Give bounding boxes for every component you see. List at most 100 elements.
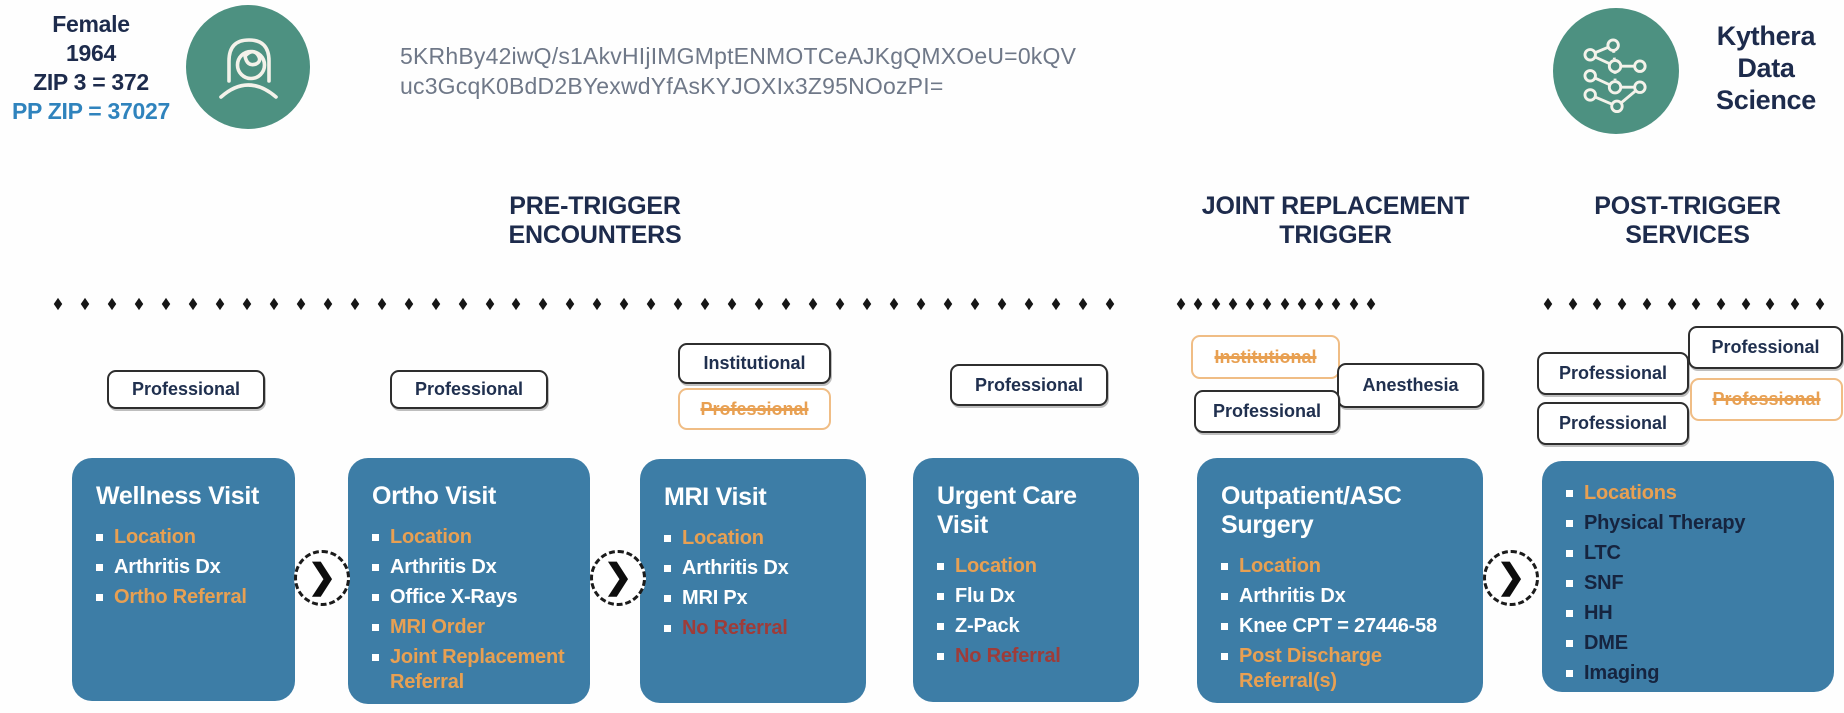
dot [1692,297,1701,310]
dot [566,297,575,310]
dot [1194,297,1203,310]
dot [1741,297,1750,310]
patient-gender: Female [52,11,130,37]
claim-label-professional: Professional [1194,390,1340,433]
card-item-text: No Referral [955,645,1061,667]
claim-label-institutional-excluded: Institutional [1191,335,1340,379]
dot [53,297,63,310]
card-item: Z-Pack [937,614,1123,639]
section-header-pre-trigger: PRE-TRIGGER ENCOUNTERS [400,192,790,250]
card-item-text: Location [114,526,196,548]
card-item-text: Post Discharge Referral(s) [1239,645,1382,692]
card-item-text: Locations [1584,482,1677,504]
patient-hash-id: 5KRhBy42iwQ/s1AkvHIjIMGMptENMOTCeAJKgQMX… [400,41,1076,101]
dot [1617,297,1627,310]
person-icon [219,38,278,99]
card-item: MRI Order [372,615,574,640]
card-item-text: Location [1239,555,1321,577]
bullet-square-icon [1566,550,1573,557]
dot [1314,297,1324,310]
dot [862,297,872,310]
kythera-logo [1553,8,1679,134]
dot [1593,297,1602,310]
claim-label-professional: Professional [107,370,265,409]
card-item-text: Arthritis Dx [390,556,497,578]
card-item: Flu Dx [937,584,1123,609]
card-title: Outpatient/ASC Surgery [1221,482,1402,539]
card-item: Location [937,554,1123,579]
card-item-text: Arthritis Dx [114,556,221,578]
claim-label-institutional: Institutional [678,343,831,384]
bullet-square-icon [1566,670,1573,677]
card-item: Location [664,526,850,551]
brand-line-3: Science [1716,85,1816,115]
dot [916,297,926,310]
card-item: HH [1566,601,1818,626]
card-item: No Referral [937,644,1123,669]
dotted-divider-trigger [1176,297,1376,310]
card-item: Imaging [1566,661,1818,686]
card-item-text: Flu Dx [955,585,1015,607]
dot [781,297,791,310]
bullet-square-icon [937,653,944,660]
card-item: Physical Therapy [1566,511,1818,536]
section-header-line: POST-TRIGGER [1594,192,1781,220]
bullet-square-icon [96,564,103,571]
dot [1051,297,1061,310]
hash-line-2: uc3GcqK0BdD2BYexwdYfAsKYJOXIx3Z95NOozPI= [400,73,944,99]
card-item: Office X-Rays [372,585,574,610]
dot [1228,297,1238,310]
dot [1349,297,1358,310]
bullet-square-icon [372,534,379,541]
bullet-square-icon [96,534,103,541]
hash-line-1: 5KRhBy42iwQ/s1AkvHIjIMGMptENMOTCeAJKgQMX… [400,43,1077,69]
dot [1211,297,1220,310]
bullet-square-icon [1221,593,1228,600]
claim-label-professional: Professional [950,364,1108,406]
dot [1176,297,1186,310]
dot [1766,297,1775,310]
dot [647,297,656,310]
dot [134,297,144,310]
next-chevron-icon: ❯ [590,550,646,606]
bullet-square-icon [372,654,379,661]
dot [350,297,359,310]
patient-birth-year: 1964 [66,40,116,66]
dot [1263,297,1272,310]
dotted-divider-pre-trigger [53,297,1115,310]
brand-line-2: Data [1737,53,1795,83]
dot [674,297,683,310]
claim-label-professional: Professional [390,370,548,409]
card-item-text: Knee CPT = 27446-58 [1239,615,1437,637]
card-title: Urgent Care Visit [937,482,1077,539]
card-item-text: Ortho Referral [114,586,247,608]
card-item: Arthritis Dx [1221,584,1467,609]
dot [1790,297,1800,310]
dot [835,297,845,310]
dot [727,297,737,310]
bullet-square-icon [664,535,671,542]
dot [1667,297,1676,310]
bullet-square-icon [1221,563,1228,570]
card-item-text: Location [390,526,472,548]
dot [269,297,278,310]
dot [242,297,252,310]
section-header-line: SERVICES [1625,221,1750,249]
card-item: MRI Px [664,586,850,611]
card-item: Ortho Referral [96,585,279,610]
card-item-text: MRI Px [682,587,748,609]
dot [1543,297,1553,310]
dot [943,297,953,310]
section-header-line: JOINT REPLACEMENT [1201,192,1470,220]
dot [593,297,602,310]
card-item: Location [96,525,279,550]
dot [1105,297,1115,310]
card-item-text: LTC [1584,542,1621,564]
dot [404,297,413,310]
dot [997,297,1007,310]
dot [808,297,818,310]
